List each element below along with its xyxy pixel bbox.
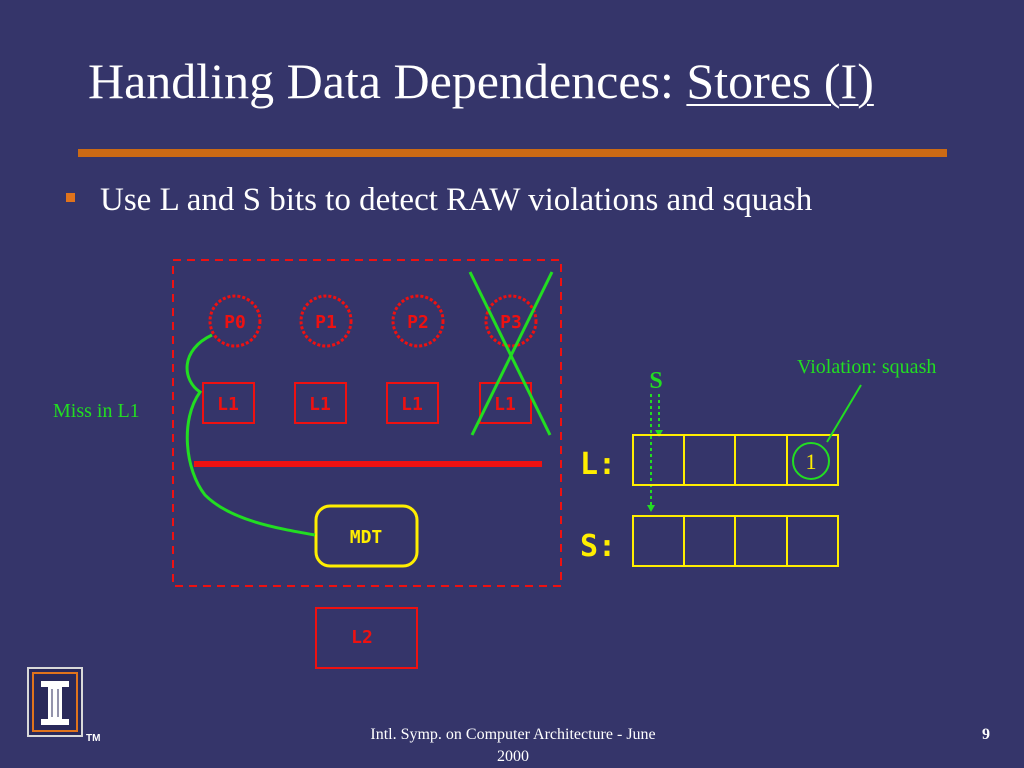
- s-bit-cell: [786, 515, 839, 567]
- footer-line1: Intl. Symp. on Computer Architecture - J…: [370, 726, 656, 743]
- s-bits-row: [632, 515, 839, 567]
- processor-label: P3: [500, 312, 522, 333]
- l1-cache-2: L1: [386, 382, 439, 424]
- mdt-box: MDT: [314, 504, 419, 568]
- s-bit-cell: [632, 515, 685, 567]
- s-bit-cell: [734, 515, 788, 567]
- slide-title: Handling Data Dependences: Stores (I): [88, 52, 874, 110]
- arrowhead-icon: [655, 430, 663, 437]
- l1-label: L1: [494, 394, 516, 415]
- processor-p0: P0: [208, 294, 262, 348]
- l-bit-cell: [683, 434, 736, 486]
- l-bits-row: 1: [632, 434, 839, 486]
- l1-cache-3: L1: [479, 382, 532, 424]
- l-bit-cell: [786, 434, 839, 486]
- s-bit-cell: [683, 515, 736, 567]
- trademark-mark: TM: [86, 733, 101, 744]
- l2-label: L2: [351, 627, 373, 648]
- processor-label: P1: [315, 312, 337, 333]
- l-row-label: L:: [580, 447, 616, 482]
- s-row-label: S:: [580, 529, 616, 564]
- l1-cache-1: L1: [294, 382, 347, 424]
- chip-boundary: [172, 259, 562, 587]
- l-bit-cell: [632, 434, 685, 486]
- processor-p2: P2: [391, 294, 445, 348]
- violation-circle-icon: [792, 442, 830, 480]
- miss-label: Miss in L1: [53, 400, 140, 422]
- processor-p3: P3: [484, 294, 538, 348]
- l1-label: L1: [217, 394, 239, 415]
- l2-cache: L2: [315, 607, 418, 669]
- mdt-label: MDT: [350, 527, 383, 548]
- processor-label: P0: [224, 312, 246, 333]
- miss-path-arrow: [185, 333, 316, 537]
- title-rule: [78, 149, 947, 157]
- store-marker-label: S: [649, 368, 662, 394]
- l1-label: L1: [401, 394, 423, 415]
- university-logo: [27, 667, 83, 737]
- arrowhead-icon: [647, 505, 655, 512]
- footer-line2: 2000: [497, 748, 529, 765]
- l-bit-cell: [734, 434, 788, 486]
- page-number: 9: [982, 726, 990, 743]
- processor-label: P2: [407, 312, 429, 333]
- column-icon: [32, 672, 78, 732]
- violation-pointer-line: [826, 384, 862, 443]
- l1-cache-0: L1: [202, 382, 255, 424]
- l-bit-value: 1: [806, 449, 817, 474]
- title-main: Handling Data Dependences:: [88, 53, 687, 109]
- title-underlined: Stores (I): [686, 53, 874, 109]
- l1-label: L1: [309, 394, 331, 415]
- violation-label: Violation: squash: [797, 356, 936, 378]
- processor-p1: P1: [299, 294, 353, 348]
- footer-text: Intl. Symp. on Computer Architecture - J…: [328, 724, 698, 768]
- bullet-text: Use L and S bits to detect RAW violation…: [100, 182, 813, 218]
- bullet-square-icon: [66, 193, 75, 202]
- squash-cross-icon: [468, 271, 554, 436]
